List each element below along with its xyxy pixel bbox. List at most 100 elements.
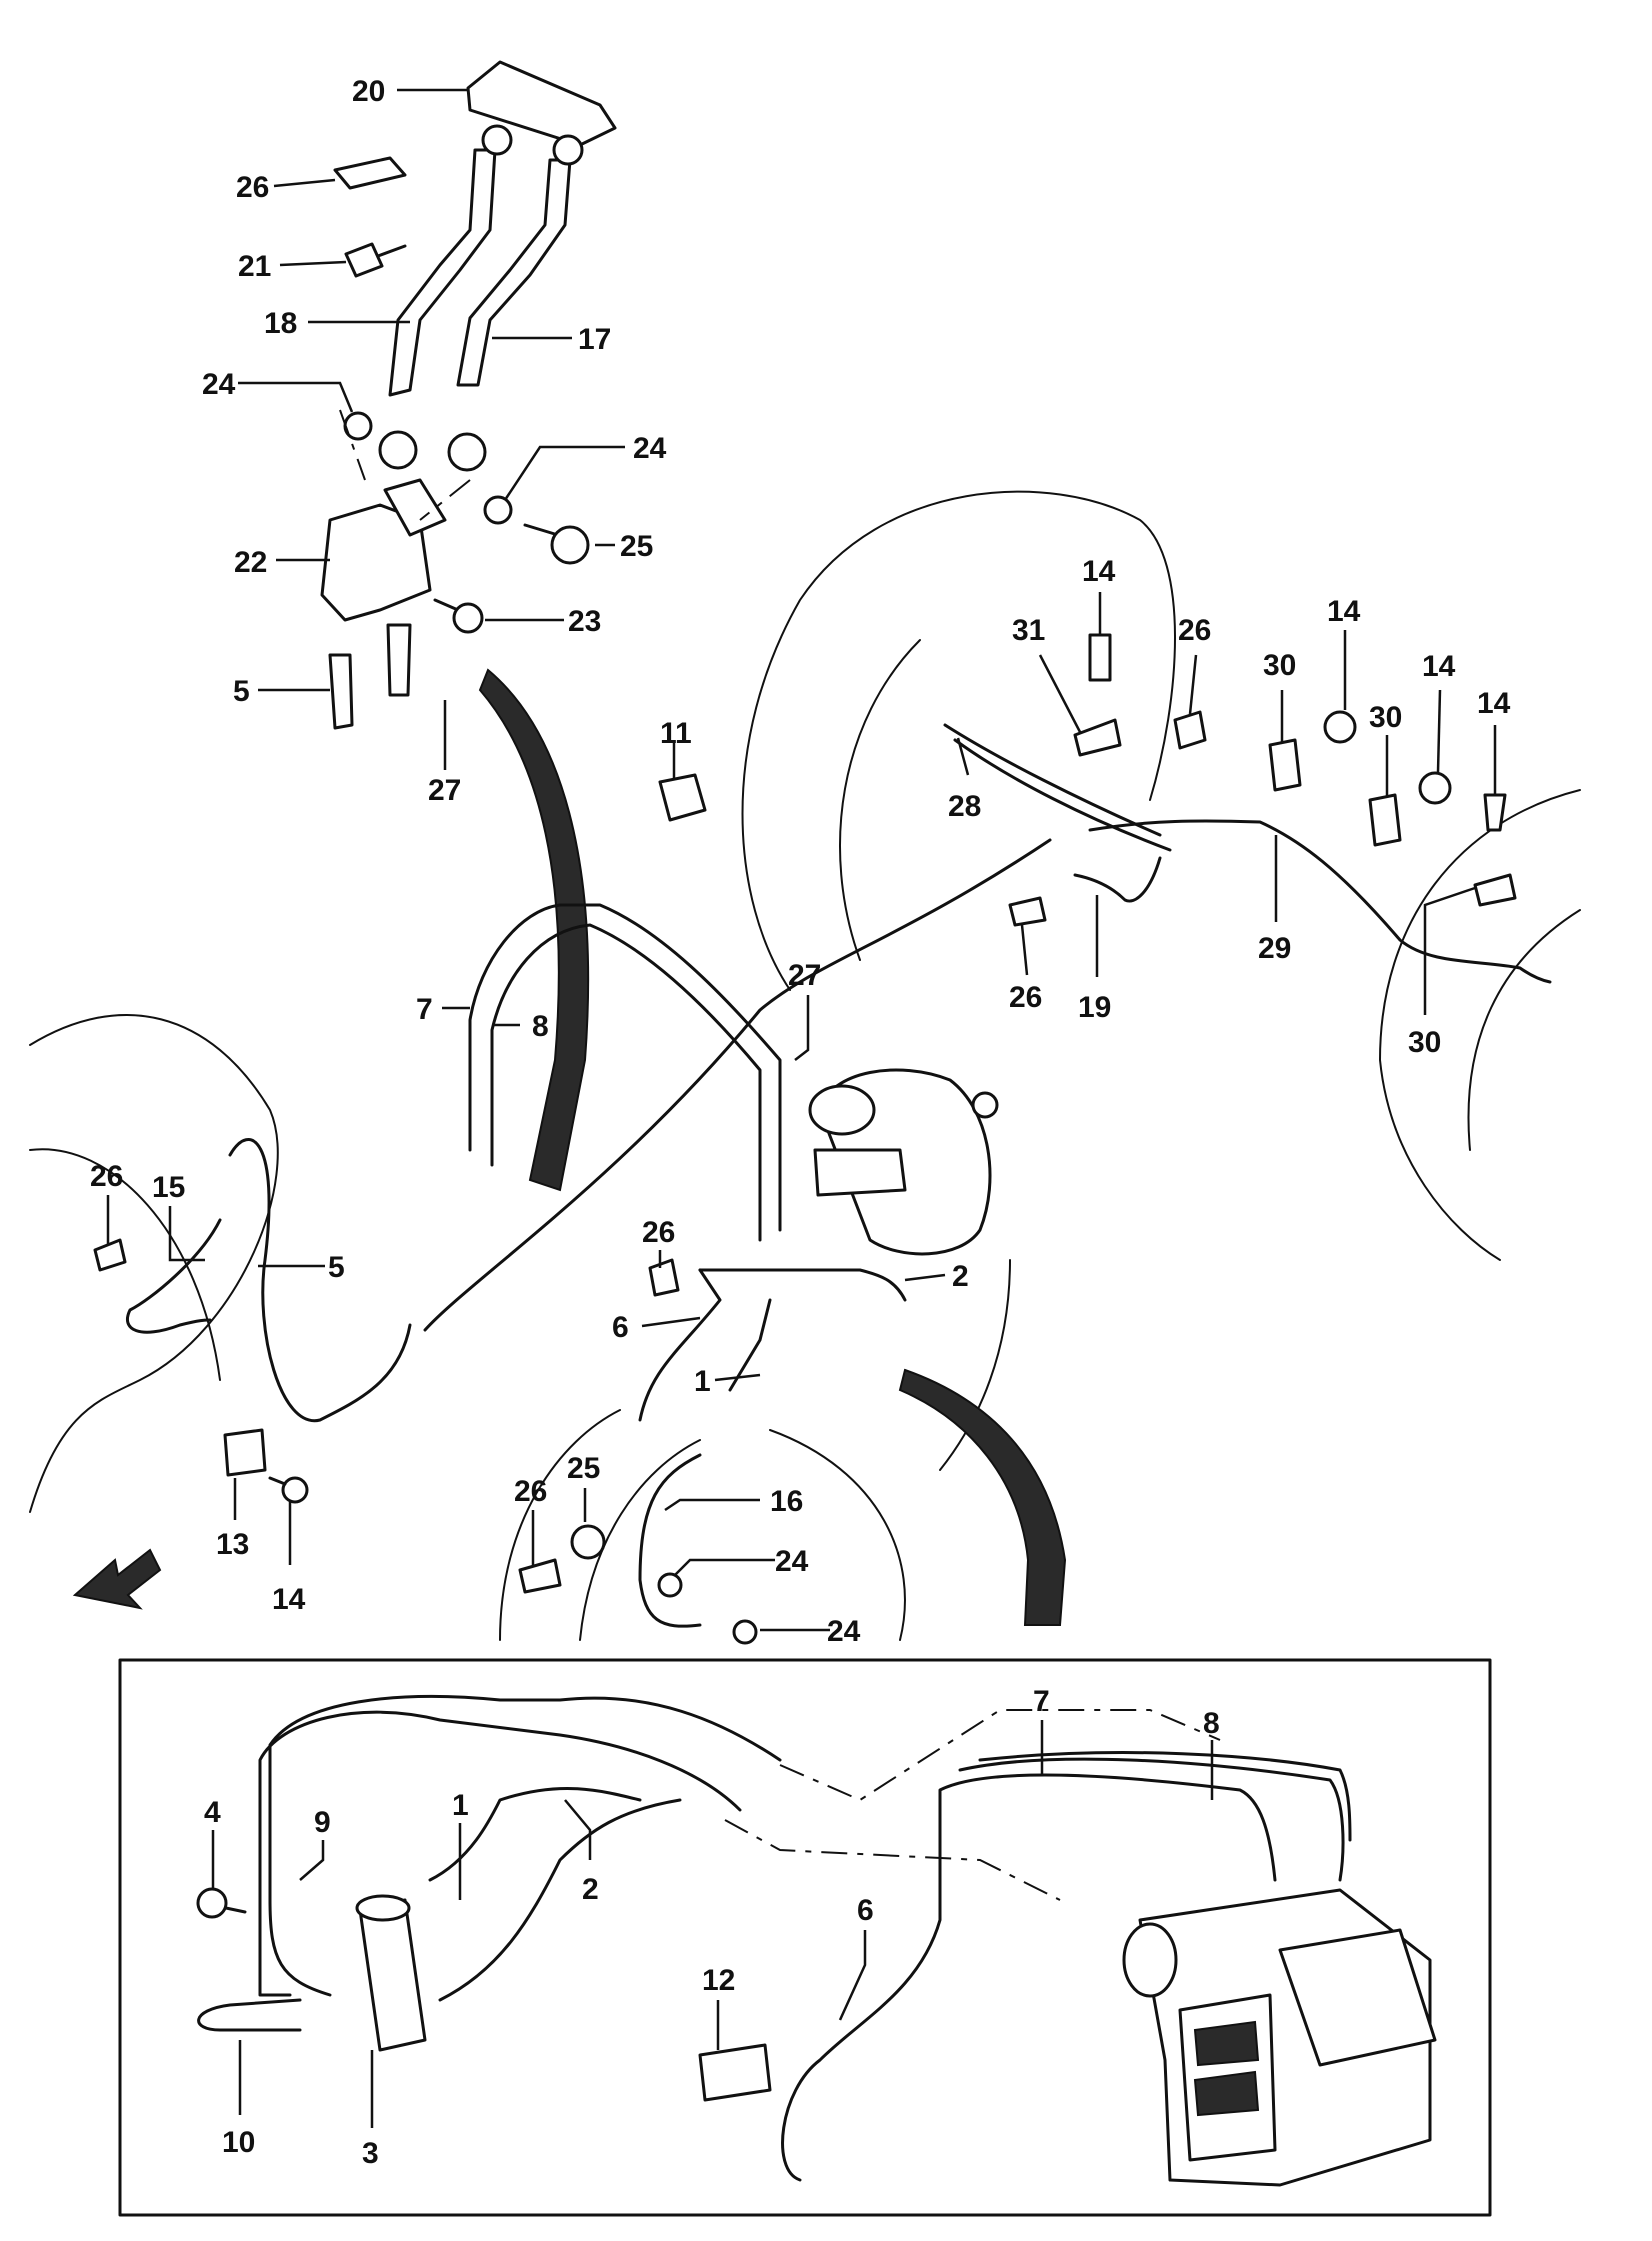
clip-26-b xyxy=(1173,710,1207,750)
callout-22: 22 xyxy=(234,546,267,579)
small-parts xyxy=(93,633,1517,1645)
callout-5-mid: 5 xyxy=(328,1251,345,1284)
callout-18: 18 xyxy=(264,307,297,340)
callout-2-inset: 2 xyxy=(582,1873,599,1906)
callout-27-top: 27 xyxy=(428,774,461,807)
bolt-4 xyxy=(196,1887,228,1919)
callout-24-right: 24 xyxy=(633,432,667,465)
pipe-1 xyxy=(728,1298,772,1392)
bolt-23 xyxy=(433,598,484,634)
bolt-14-a xyxy=(1088,633,1112,682)
direction-arrow-icon xyxy=(72,1548,162,1610)
callout-14-c: 14 xyxy=(1422,650,1456,683)
callout-14-b: 14 xyxy=(1327,595,1361,628)
clip-26-c xyxy=(1008,896,1047,927)
callout-29: 29 xyxy=(1258,932,1291,965)
pipe-5 xyxy=(228,1138,412,1423)
pipe-29 xyxy=(1088,819,1552,984)
callout-1-inset: 1 xyxy=(452,1789,469,1822)
clip-26-e xyxy=(648,1258,680,1297)
callout-3: 3 xyxy=(362,2137,379,2170)
clip-30-c xyxy=(1473,873,1517,907)
callout-14-d: 14 xyxy=(1477,687,1511,720)
brake-booster xyxy=(808,1068,999,1256)
callout-6-inset: 6 xyxy=(857,1894,874,1927)
washer-24-left xyxy=(343,411,373,441)
callout-25-b: 25 xyxy=(567,1452,600,1485)
bolt-14-c xyxy=(1418,771,1452,805)
bolt-14-d xyxy=(1483,793,1507,832)
callout-27-mid: 27 xyxy=(788,959,821,992)
body-outlines xyxy=(29,490,1581,1641)
pipe-6 xyxy=(638,1268,722,1422)
callout-6-top: 6 xyxy=(612,1311,629,1344)
callout-20: 20 xyxy=(352,75,385,108)
pipe-2-bundle xyxy=(698,1268,907,1302)
callout-10: 10 xyxy=(222,2126,255,2159)
pipe-8 xyxy=(490,923,762,1242)
callout-8-inset: 8 xyxy=(1203,1707,1220,1740)
junction-block-22 xyxy=(320,503,432,622)
callout-26-top: 26 xyxy=(236,171,269,204)
callout-28: 28 xyxy=(948,790,981,823)
callout-31: 31 xyxy=(1012,614,1045,647)
bolt-25-b xyxy=(570,1524,606,1560)
washer-24-right xyxy=(483,495,513,525)
bracket-30-b xyxy=(1368,793,1402,847)
proportioning-valve xyxy=(358,1898,427,2052)
bracket-30-a xyxy=(1268,738,1302,792)
bracket-13 xyxy=(223,1428,267,1477)
callout-30-c: 30 xyxy=(1408,1026,1441,1059)
callout-24-d: 24 xyxy=(827,1615,861,1648)
callout-26-e: 26 xyxy=(642,1216,675,1249)
callout-24-c: 24 xyxy=(775,1545,809,1578)
callout-9: 9 xyxy=(314,1806,331,1839)
inset-abs-unit xyxy=(118,1658,1492,2217)
callout-11: 11 xyxy=(660,717,692,750)
callout-15: 15 xyxy=(152,1171,185,1204)
callout-16: 16 xyxy=(770,1485,803,1518)
washer-24-d xyxy=(732,1619,758,1645)
callout-labels: 20 26 21 18 17 24 24 25 22 23 5 27 11 14… xyxy=(90,75,1511,2170)
callout-8-top: 8 xyxy=(532,1010,549,1043)
callout-26-b: 26 xyxy=(1178,614,1211,647)
washer-24-c xyxy=(657,1572,683,1598)
callout-4: 4 xyxy=(204,1796,221,1829)
pipe-28 xyxy=(943,723,1162,837)
bolt-25-top xyxy=(523,523,590,565)
pipe-runs xyxy=(126,723,1552,1628)
pipe-5-fitting xyxy=(328,653,354,730)
bolt-14-b xyxy=(1323,710,1357,744)
callout-26-c: 26 xyxy=(1009,981,1042,1014)
callout-1-top: 1 xyxy=(694,1365,711,1398)
pipe-7 xyxy=(468,903,782,1232)
pipe-27 xyxy=(423,838,1052,1332)
callout-26-f: 26 xyxy=(514,1475,547,1508)
hose-19 xyxy=(1073,856,1162,903)
connector-12 xyxy=(698,2043,772,2102)
clip-11 xyxy=(658,773,707,822)
pipe-15 xyxy=(126,1218,222,1334)
hose-18 xyxy=(388,148,497,397)
bolt-21 xyxy=(344,242,407,278)
hose-17 xyxy=(456,158,572,387)
callout-19: 19 xyxy=(1078,991,1111,1024)
callout-24-left: 24 xyxy=(202,368,236,401)
callout-14-a: 14 xyxy=(1082,555,1116,588)
bolt-14-e xyxy=(268,1476,309,1504)
callout-7-top: 7 xyxy=(416,993,433,1026)
callout-30-a: 30 xyxy=(1263,649,1296,682)
clip-26-d xyxy=(93,1238,127,1272)
hose-assembly-top xyxy=(320,60,617,730)
pipe-27-fitting xyxy=(386,623,412,697)
leader-lines xyxy=(106,88,1497,2128)
callout-12: 12 xyxy=(702,1964,735,1997)
clip-31 xyxy=(1073,718,1122,757)
callout-14-e: 14 xyxy=(272,1583,306,1616)
inset-frame xyxy=(118,1658,1492,2217)
clip-26-f xyxy=(518,1558,562,1594)
callout-13: 13 xyxy=(216,1528,249,1561)
clip-26-top xyxy=(333,156,407,190)
callout-26-d: 26 xyxy=(90,1160,123,1193)
